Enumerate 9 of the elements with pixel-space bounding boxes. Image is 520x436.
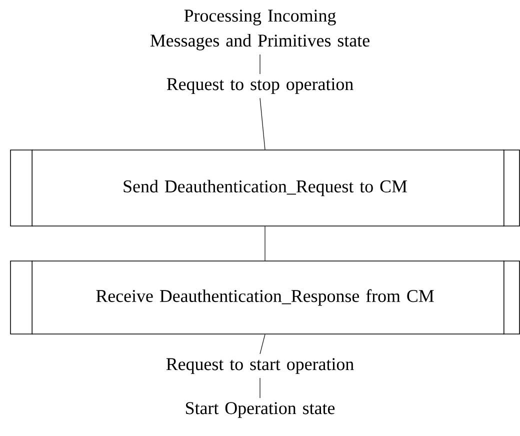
- connector-line: [264, 226, 266, 261]
- state-label: Processing Incoming Messages and Primitives state: [150, 10, 370, 50]
- condition-label: Request to start operation: [166, 358, 354, 374]
- connector-line: [260, 334, 266, 354]
- process-box: Send Deauthentication_Request to CM: [10, 149, 520, 227]
- state-label: Start Operation state: [186, 402, 335, 418]
- connector-line: [260, 98, 266, 150]
- process-box: Receive Deauthentication_Response from CM: [10, 260, 520, 335]
- condition-label: Request to stop operation: [166, 78, 354, 94]
